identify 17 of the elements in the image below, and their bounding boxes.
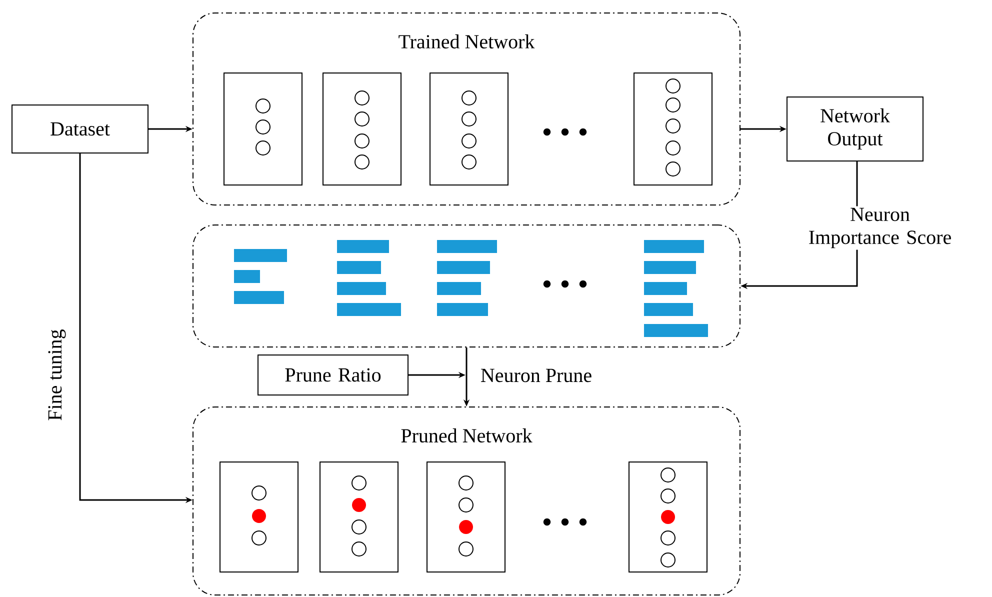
layer-box [426, 462, 506, 572]
layer-box [634, 72, 712, 186]
network-panel: Pruned Network [192, 406, 741, 596]
network-panel: Trained Network [192, 12, 741, 206]
layer-box [224, 72, 302, 186]
process-box: Network Output [786, 96, 924, 162]
process-box: Prune Ratio [258, 354, 408, 396]
edge-label: Neuron Prune [481, 368, 592, 382]
layer-box [628, 462, 708, 572]
edge-label: Fine tuning [48, 330, 66, 420]
process-box: Dataset [12, 104, 148, 154]
layer-box [320, 462, 398, 572]
network-panel [192, 224, 741, 348]
annotation-text: Neuron Importance Score [809, 208, 951, 248]
layer-box [322, 72, 402, 186]
layer-box [430, 72, 508, 186]
layer-box [220, 462, 298, 572]
